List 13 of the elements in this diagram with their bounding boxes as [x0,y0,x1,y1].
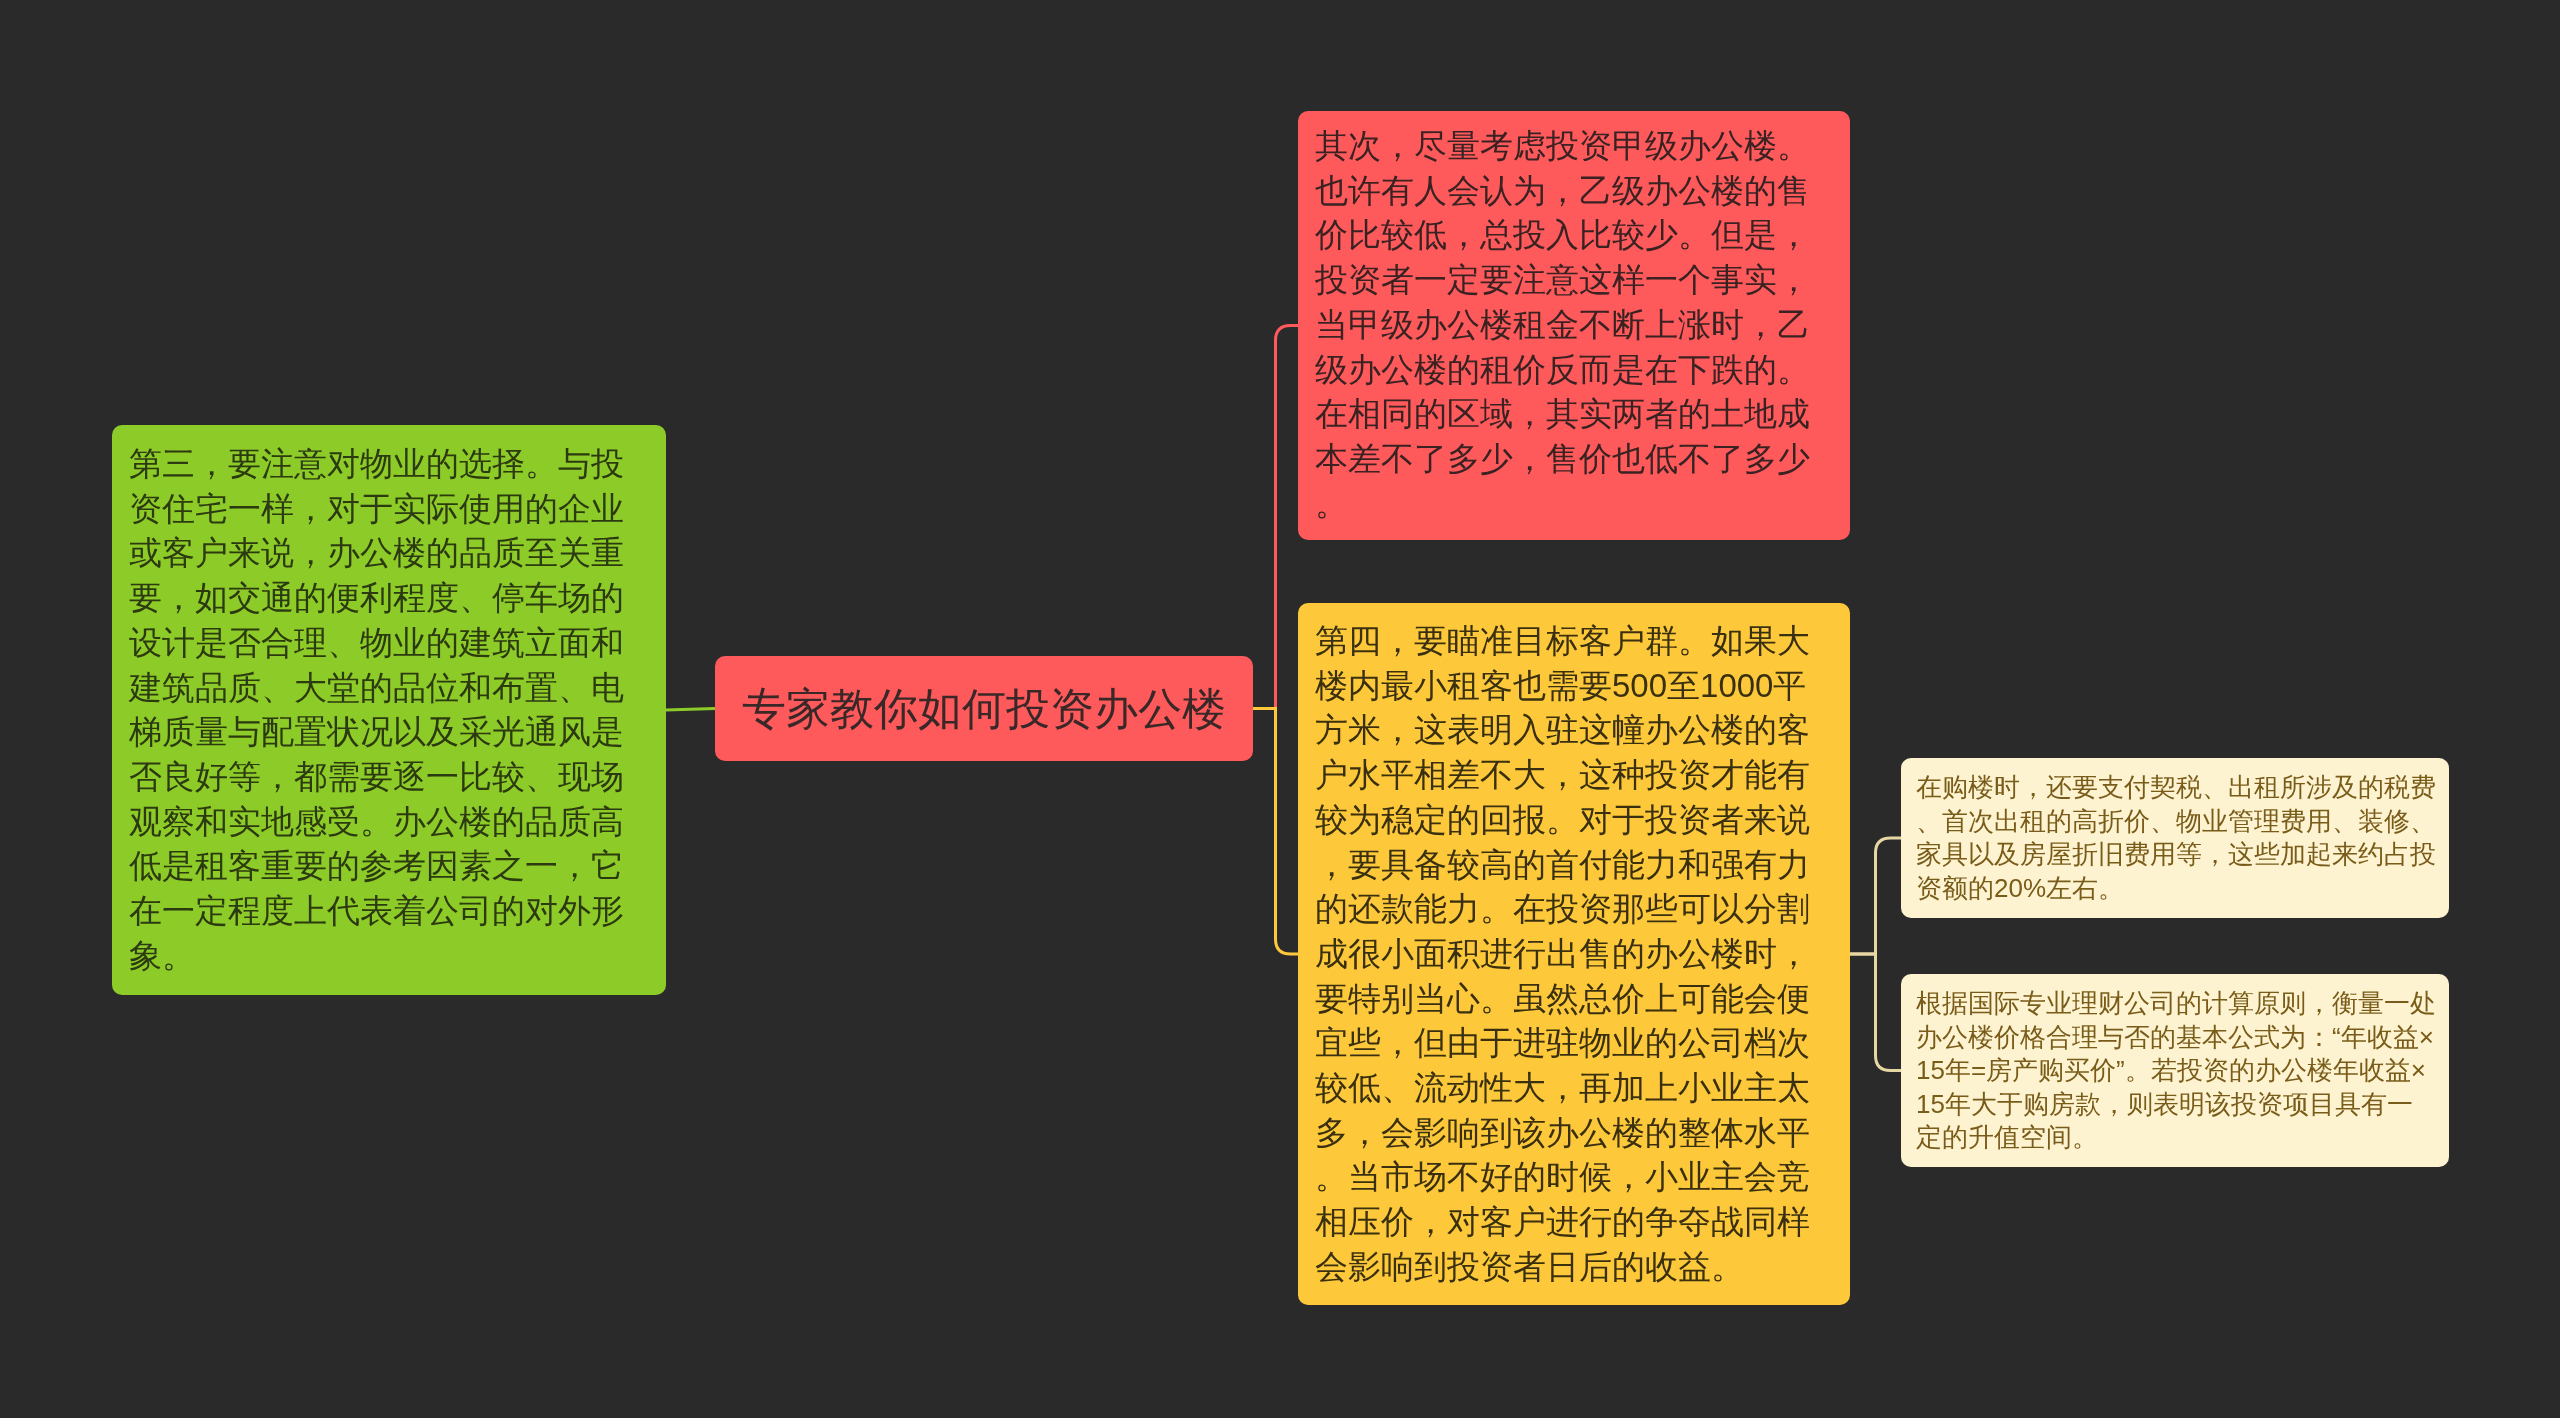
connector-line [665,707,716,712]
central-topic [715,656,1253,761]
note-text: 根据国际专业理财公司的计算原则，衡量一处办公楼价格合理与否的基本公式为：“年收益×15年=房产购买价”。若投资的办公楼年收益×15年大于购房款，则表明该投资项目具有一定的升值空间。 [1916,987,2437,1154]
note-card [1901,974,2449,1167]
card-text: 第三，要注意对物业的选择。与投资住宅一样，对于实际使用的企业或客户来说，办公楼的品质至关重要，如交通的便利程度、停车场的设计是否合理、物业的建筑立面和建筑品质、大堂的品位和布置、电梯质量与配置状况以及采光通风是否良好等，都需要逐一比较、现场观察和实地感受。办公楼的品质高低是租客重要的参考因素之一，它在一定程度上代表着公司的对外形象。 [129,444,625,976]
subtopic-card [112,425,666,995]
connector-line [1253,707,1298,956]
topic-text: 专家教你如何投资办公楼 [742,682,1226,735]
subtopic-card [1298,111,1850,540]
card-text: 第四，要瞄准目标客户群。如果大楼内最小租客也需要500至1000平方米，这表明入驻这幢办公楼的客户水平相差不大，这种投资才能有较为稳定的回报。对于投资者来说，要具备较高的首付能力和强有力的还款能力。在投资那些可以分割成很小面积进行出售的办公楼时，要特别当心。虽然总价上可能会便宜些，但由于进驻物业的公司档次较低、流动性大，再加上小业主太多，会影响到该办公楼的整体水平。当市场不好的时候，小业主会竞相压价，对客户进行的争夺战同样会影响到投资者日后的收益。 [1315,621,1811,1287]
note-text: 在购楼时，还要支付契税、出租所涉及的税费、首次出租的高折价、物业管理费用、装修、家具以及房屋折旧费用等，这些加起来约占投资额的20%左右。 [1916,771,2437,905]
card-text: 其次，尽量考虑投资甲级办公楼。也许有人会认为，乙级办公楼的售价比较低，总投入比较少。但是，投资者一定要注意这样一个事实，当甲级办公楼租金不断上涨时，乙级办公楼的租价反而是在下跌的。在相同的区域，其实两者的土地成本差不了多少，售价也低不了多少。 [1315,126,1811,524]
note-card [1901,758,2449,918]
